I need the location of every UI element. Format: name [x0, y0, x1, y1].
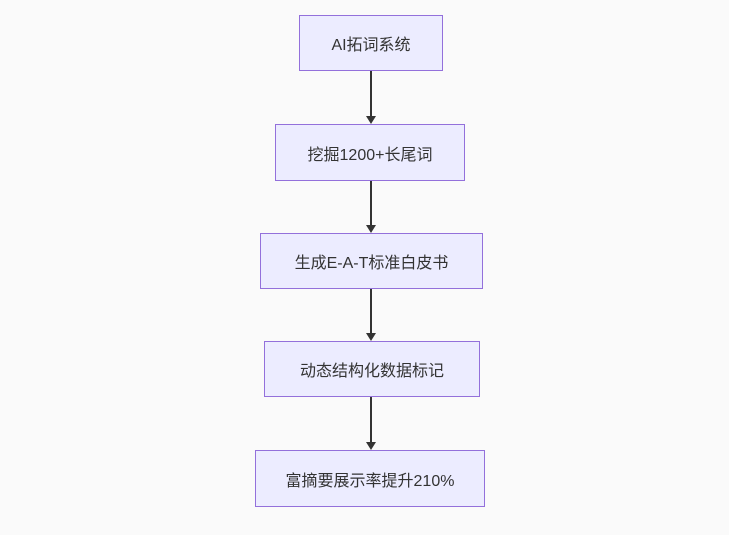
flow-node-label: 挖掘1200+长尾词 [307, 146, 433, 164]
flow-node-label: AI拓词系统 [331, 37, 411, 54]
flow-node-ai-word-expansion: AI拓词系统 [299, 15, 443, 71]
arrow-down-connector [365, 289, 377, 341]
flow-node-label: 生成E-A-T标准白皮书 [294, 255, 449, 272]
flow-node-rich-snippet-result: 富摘要展示率提升210% [255, 450, 485, 507]
flow-node-eat-whitepaper: 生成E-A-T标准白皮书 [260, 233, 483, 289]
arrow-down-connector [365, 397, 377, 450]
arrow-down-connector [365, 181, 377, 233]
flow-node-longtail-mining: 挖掘1200+长尾词 [275, 124, 465, 181]
arrow-down-connector [365, 71, 377, 124]
flow-node-label: 动态结构化数据标记 [299, 363, 444, 380]
flow-node-structured-data: 动态结构化数据标记 [264, 341, 480, 397]
flow-node-label: 富摘要展示率提升210% [285, 472, 455, 490]
